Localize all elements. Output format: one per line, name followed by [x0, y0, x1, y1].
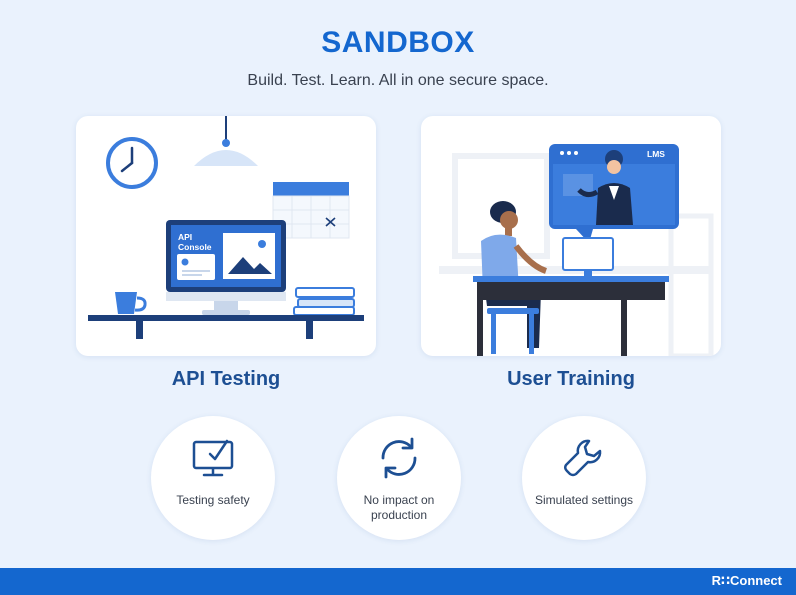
- clock-icon: [106, 137, 158, 189]
- desk: [473, 276, 669, 356]
- user-training-card: LMS: [421, 116, 721, 356]
- wrench-icon: [563, 439, 602, 477]
- stool-icon: [487, 308, 539, 354]
- feature-simulated-settings: Simulated settings: [522, 416, 646, 540]
- monitor-text-api: API: [178, 232, 192, 242]
- page-title: SANDBOX: [321, 26, 475, 59]
- footer-bar: R∷Connect: [0, 568, 796, 595]
- api-testing-illustration: API Console: [88, 116, 364, 339]
- feature-no-impact-production: No impact on production: [337, 416, 461, 540]
- desk: [88, 315, 364, 339]
- feature-testing-safety: Testing safety: [151, 416, 275, 540]
- feature-label-simulated-settings: Simulated settings: [534, 493, 634, 507]
- page-subtitle: Build. Test. Learn. All in one secure sp…: [247, 72, 549, 89]
- user-training-illustration: LMS: [439, 144, 714, 356]
- card-label-user-training: User Training: [507, 368, 635, 390]
- lamp-icon: [194, 116, 258, 166]
- monitor-icon: API Console: [166, 220, 286, 315]
- books-icon: [293, 287, 355, 316]
- laptop-icon: [562, 237, 614, 276]
- brand-logo: R∷Connect: [711, 573, 782, 588]
- video-call-icon: LMS: [549, 144, 679, 243]
- feature-label-testing-safety: Testing safety: [176, 493, 250, 507]
- monitor-check-icon: [192, 439, 234, 477]
- card-label-api-testing: API Testing: [171, 368, 281, 390]
- lms-badge: LMS: [647, 149, 665, 159]
- person-icon: [481, 201, 548, 348]
- monitor-text-console: Console: [178, 242, 212, 252]
- mug-icon: [115, 292, 147, 314]
- refresh-icon: [381, 437, 417, 479]
- feature-label-no-impact: No impact on production: [363, 493, 435, 522]
- api-testing-card: API Console: [76, 116, 376, 356]
